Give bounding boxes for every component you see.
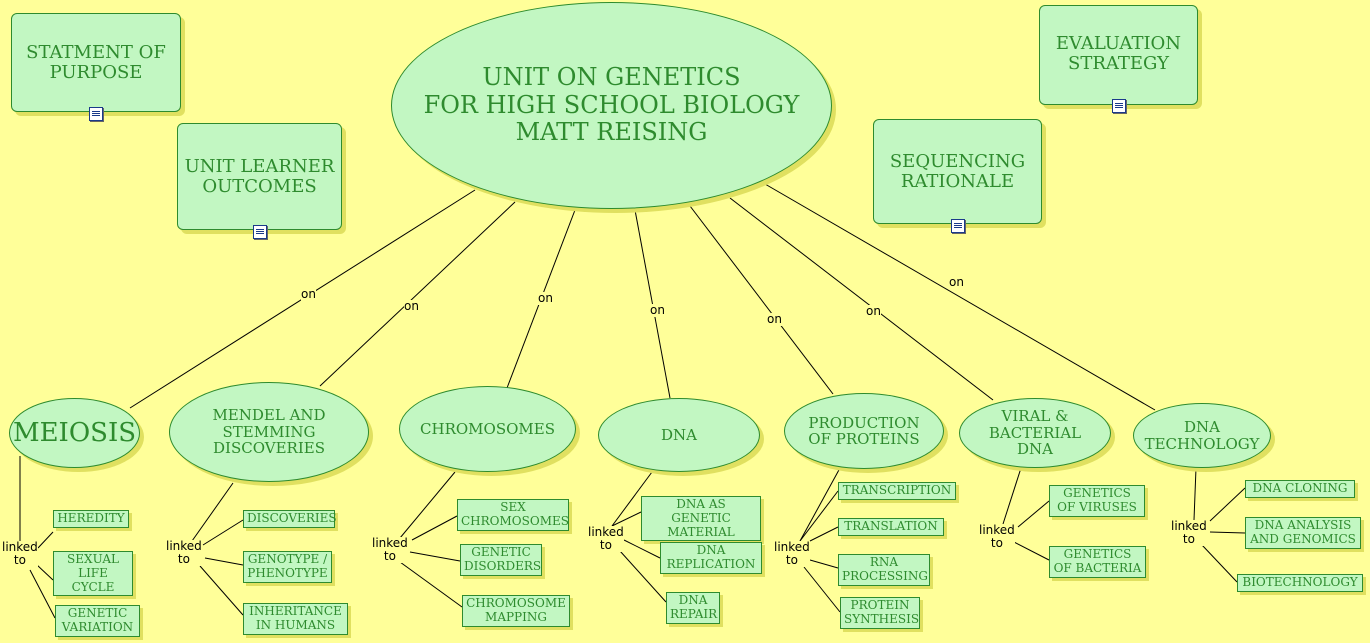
subtopic-box[interactable]: DNA AS GENETIC MATERIAL (641, 496, 761, 542)
subtopic-box[interactable]: DNA ANALYSIS AND GENOMICS (1245, 517, 1361, 549)
document-icon[interactable] (951, 219, 965, 233)
subtopic-box[interactable]: DISCOVERIES (243, 510, 337, 528)
subtopic-box[interactable]: GENETICS OF VIRUSES (1049, 485, 1145, 517)
subtopic-box[interactable]: RNA PROCESSING (838, 554, 930, 586)
sequencing-rationale-box[interactable]: SEQUENCING RATIONALE (873, 119, 1042, 224)
topic-dna[interactable]: DNA (598, 398, 760, 472)
topic-chromosomes[interactable]: CHROMOSOMES (399, 386, 576, 472)
document-icon[interactable] (89, 107, 103, 121)
document-icon[interactable] (1112, 99, 1126, 113)
main-title-line2: FOR HIGH SCHOOL BIOLOGY (423, 90, 800, 119)
subtopic-box[interactable]: GENETIC DISORDERS (460, 544, 542, 576)
topic-label: DNA TECHNOLOGY (1144, 418, 1260, 453)
topic-mendel[interactable]: MENDEL AND STEMMING DISCOVERIES (169, 382, 369, 482)
main-topic-oval[interactable]: UNIT ON GENETICS FOR HIGH SCHOOL BIOLOGY… (391, 2, 832, 209)
link-label-on: on (866, 304, 881, 319)
subtopic-box[interactable]: GENETICS OF BACTERIA (1049, 546, 1146, 578)
subtopic-box[interactable]: DNA REPLICATION (660, 542, 762, 574)
main-title-line1: UNIT ON GENETICS (482, 63, 741, 92)
topic-viral-bacterial-dna[interactable]: VIRAL & BACTERIAL DNA (959, 398, 1111, 468)
subtopic-box[interactable]: SEX CHROMOSOMES (457, 499, 569, 531)
link-label-on: on (949, 275, 964, 290)
link-label-on: on (650, 303, 665, 318)
topic-meiosis[interactable]: MEIOSIS (9, 398, 140, 468)
subtopic-box[interactable]: GENOTYPE / PHENOTYPE (243, 551, 332, 583)
link-label-on: on (767, 312, 782, 327)
topic-label: MEIOSIS (12, 417, 137, 448)
statement-of-purpose-label: STATMENT OF PURPOSE (26, 41, 166, 83)
topic-dna-technology[interactable]: DNA TECHNOLOGY (1133, 403, 1271, 468)
topic-label: MENDEL AND STEMMING DISCOVERIES (212, 406, 326, 458)
link-label-on: on (301, 287, 316, 302)
subtopic-box[interactable]: DNA REPAIR (666, 592, 720, 624)
topic-label: VIRAL & BACTERIAL DNA (988, 407, 1082, 459)
topic-production-of-proteins[interactable]: PRODUCTION OF PROTEINS (784, 393, 944, 469)
sequencing-rationale-label: SEQUENCING RATIONALE (889, 150, 1026, 192)
subtopic-box[interactable]: SEXUAL LIFE CYCLE (53, 551, 133, 597)
link-label-on: on (538, 291, 553, 306)
link-label-on: on (404, 299, 419, 314)
topic-label: CHROMOSOMES (420, 419, 555, 438)
subtopic-box[interactable]: DNA CLONING (1245, 480, 1355, 498)
subtopic-box[interactable]: PROTEIN SYNTHESIS (840, 597, 920, 629)
evaluation-strategy-label: EVALUATION STRATEGY (1055, 33, 1182, 74)
subtopic-box[interactable]: TRANSCRIPTION (838, 482, 956, 500)
subtopic-box[interactable]: GENETIC VARIATION (55, 605, 140, 637)
subtopic-box[interactable]: HEREDITY (53, 510, 129, 528)
document-icon[interactable] (253, 225, 267, 239)
subtopic-box[interactable]: INHERITANCE IN HUMANS (243, 603, 348, 635)
statement-of-purpose-box[interactable]: STATMENT OF PURPOSE (11, 13, 181, 112)
subtopic-box[interactable]: CHROMOSOME MAPPING (462, 595, 570, 627)
subtopic-box[interactable]: BIOTECHNOLOGY (1237, 574, 1363, 592)
topic-label: PRODUCTION OF PROTEINS (808, 413, 920, 448)
unit-learner-outcomes-label: UNIT LEARNER OUTCOMES (184, 155, 335, 197)
unit-learner-outcomes-box[interactable]: UNIT LEARNER OUTCOMES (177, 123, 342, 230)
subtopic-box[interactable]: TRANSLATION (838, 518, 944, 536)
topic-label: DNA (661, 425, 697, 444)
evaluation-strategy-box[interactable]: EVALUATION STRATEGY (1039, 5, 1198, 105)
main-title-line3: MATT REISING (515, 118, 708, 147)
